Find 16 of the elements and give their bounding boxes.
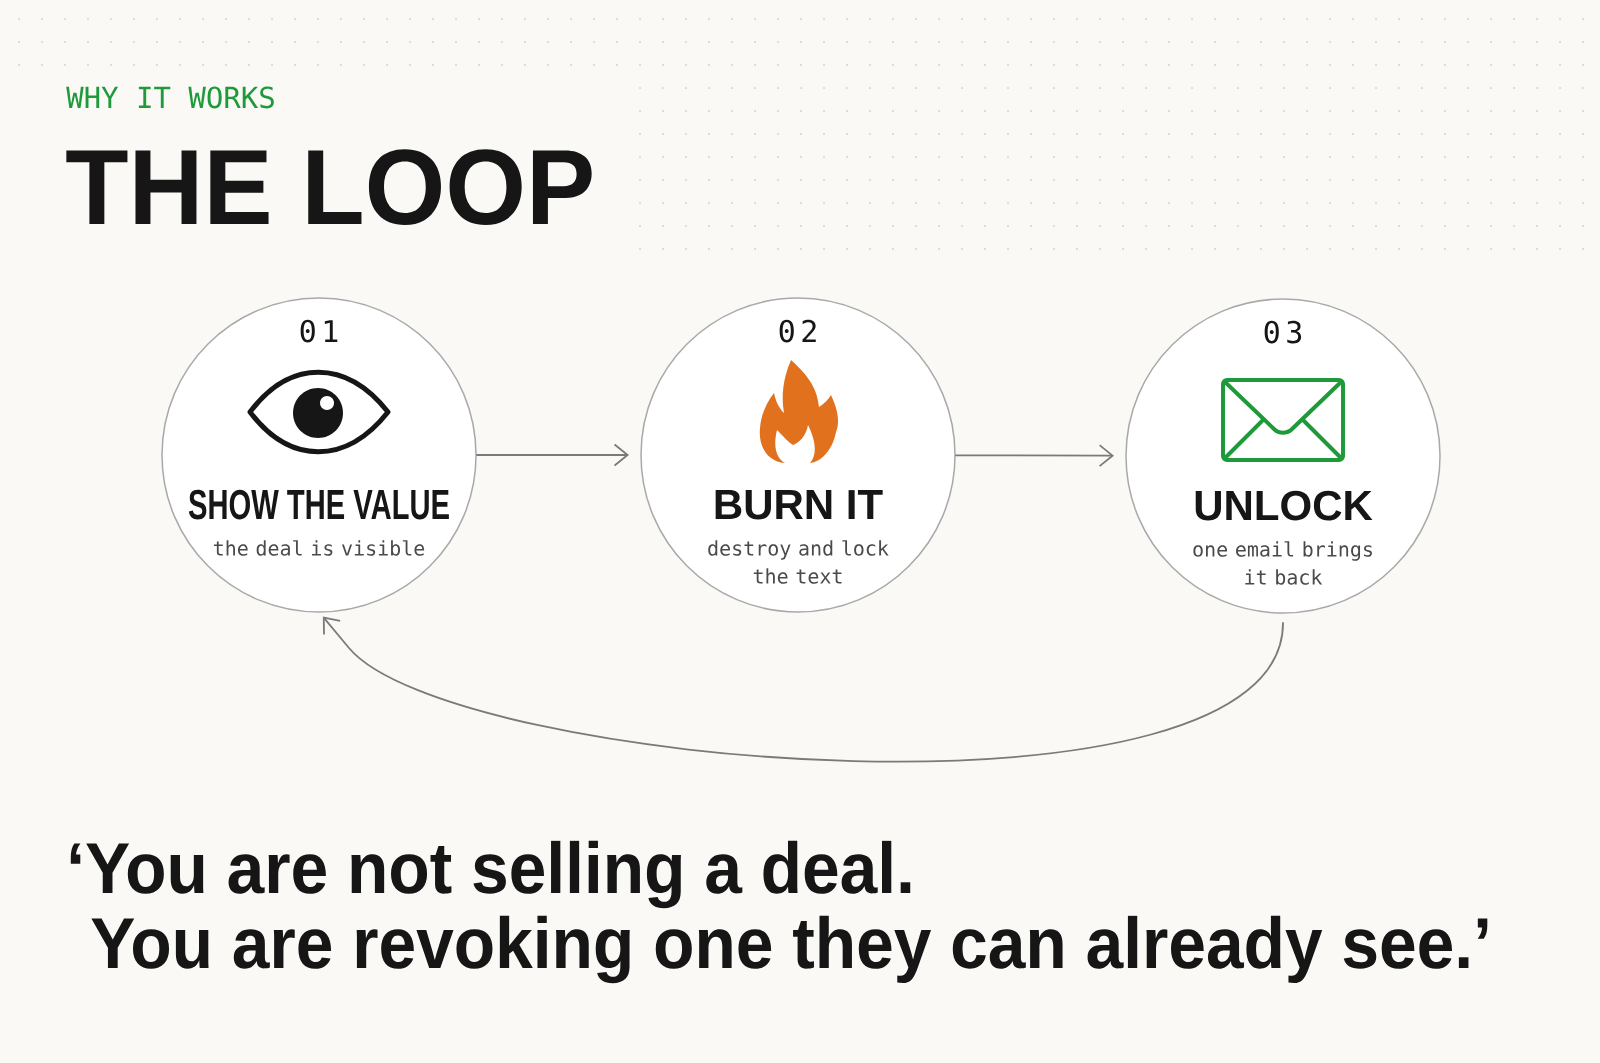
title: THE LOOP (66, 149, 592, 226)
step-number: 01 (300, 319, 338, 343)
step-number: 02 (779, 319, 816, 343)
step-title: BURN IT (715, 490, 883, 520)
step-title: UNLOCK (1195, 490, 1373, 521)
step-description: destroy and lock the text (708, 540, 889, 584)
kicker-text: WHY IT WORKS (66, 86, 274, 109)
arrow (955, 444, 1115, 468)
step-description: the deal is visible (213, 540, 425, 556)
curved-arrow (322, 616, 1284, 763)
step-description: one email brings it back (1193, 541, 1372, 585)
step-number: 03 (1264, 320, 1302, 344)
step-title: SHOW THE VALUE (188, 489, 449, 520)
quote-text: ‘You are not selling a deal. (70, 840, 911, 909)
quote-text: You are revoking one they can already see.’ (91, 915, 1488, 984)
arrow (476, 443, 629, 467)
